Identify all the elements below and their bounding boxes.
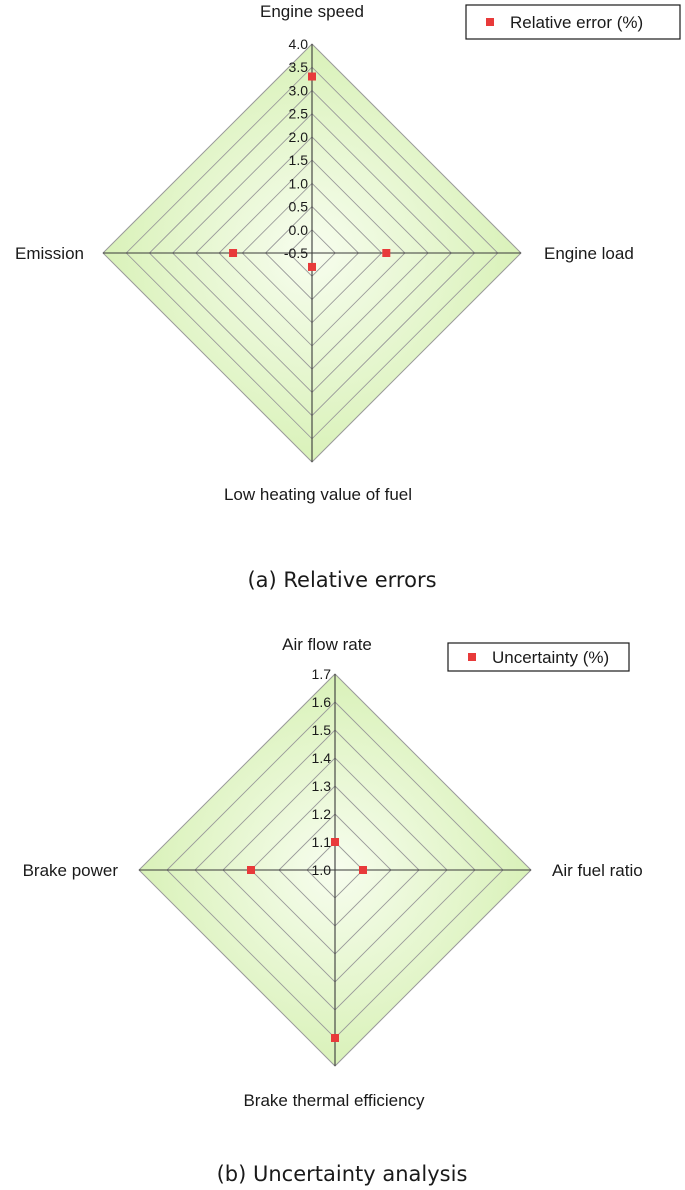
tick-label: -0.5 (284, 245, 308, 261)
axis-label-emission: Emission (15, 244, 84, 263)
radar-axes (103, 44, 521, 462)
caption-uncertainty: (b) Uncertainty analysis (217, 1162, 468, 1186)
radar-data-points (247, 838, 367, 1042)
radar-data-points (229, 72, 391, 271)
legend-marker (468, 653, 476, 661)
axis-label-air-flow-rate: Air flow rate (282, 635, 372, 654)
tick-label: 0.0 (289, 222, 309, 238)
radar-chart-relative-errors: 4.0 3.5 3.0 2.5 2.0 1.5 1.0 0.5 0.0 -0.5 Engine s… (15, 2, 681, 504)
axis-label-engine-speed: Engine speed (260, 2, 364, 21)
legend-label: Uncertainty (%) (492, 648, 609, 667)
tick-label: 3.0 (289, 82, 309, 98)
tick-label: 1.0 (312, 862, 332, 878)
tick-label: 1.7 (312, 666, 332, 682)
tick-label: 1.5 (289, 152, 309, 168)
tick-label: 1.5 (312, 722, 332, 738)
axis-label-low-heating-value-of-fuel: Low heating value of fuel (224, 485, 412, 504)
axis-label-engine-load: Engine load (544, 244, 634, 263)
data-point-air-fuel-ratio (359, 866, 367, 874)
axis-label-brake-thermal-efficiency: Brake thermal efficiency (243, 1091, 425, 1110)
radar-tick-labels: 4.0 3.5 3.0 2.5 2.0 1.5 1.0 0.5 0.0 -0.5 (284, 36, 308, 261)
tick-label: 1.0 (289, 175, 309, 191)
axis-label-brake-power: Brake power (23, 861, 119, 880)
data-point-brake-power (247, 866, 255, 874)
data-point-low-heating-value-of-fuel (308, 262, 316, 271)
tick-label: 3.5 (289, 59, 309, 75)
axis-label-air-fuel-ratio: Air fuel ratio (552, 861, 643, 880)
data-point-air-flow-rate (331, 838, 339, 846)
legend: Uncertainty (%) (447, 642, 630, 672)
caption-relative-errors: (a) Relative errors (247, 568, 436, 592)
radar-chart-uncertainty: 1.71.61.51.41.31.21.11.0 Air flow rateAi… (23, 635, 643, 1110)
legend-box (447, 642, 630, 672)
legend-box (465, 4, 681, 40)
tick-label: 1.2 (312, 806, 332, 822)
tick-label: 1.1 (312, 834, 332, 850)
tick-label: 0.5 (289, 199, 309, 215)
data-point-emission (229, 249, 238, 257)
tick-label: 2.0 (289, 129, 309, 145)
radar-axes (139, 674, 531, 1066)
tick-label: 4.0 (289, 36, 309, 52)
data-point-engine-speed (308, 72, 316, 81)
legend: Relative error (%) (465, 4, 681, 40)
legend-label: Relative error (%) (510, 13, 643, 32)
tick-label: 2.5 (289, 106, 309, 122)
legend-marker (486, 18, 494, 26)
data-point-engine-load (382, 249, 391, 257)
data-point-brake-thermal-efficiency (331, 1034, 339, 1042)
tick-label: 1.4 (312, 750, 332, 766)
tick-label: 1.3 (312, 778, 332, 794)
radar-tick-labels: 1.7 1.6 1.5 1.4 1.3 1.2 1.1 1.0 (312, 666, 332, 878)
tick-label: 1.6 (312, 694, 332, 710)
